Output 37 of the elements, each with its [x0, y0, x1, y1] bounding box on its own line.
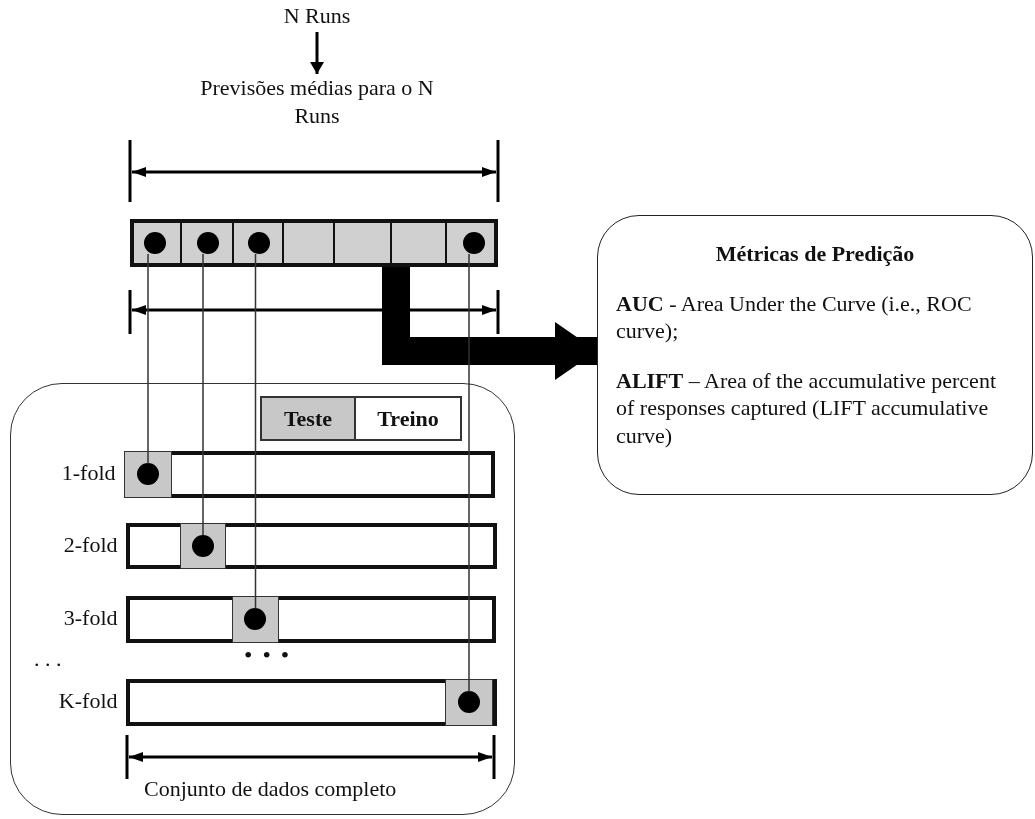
ellipsis-label: . . .: [34, 646, 62, 672]
connector-line: [468, 253, 470, 693]
fold-bar: [123, 450, 495, 498]
metrics-panel: [597, 215, 1033, 495]
fold-label: 2-fold: [63, 531, 118, 558]
text-label: Previsões médias para o N Runs: [199, 74, 435, 129]
fold-label: 3-fold: [63, 605, 118, 631]
fold-label: 1-fold: [61, 460, 116, 486]
panel-title: Métricas de Predição: [714, 240, 916, 268]
dataset-panel: [10, 383, 515, 815]
dot-marker: [248, 232, 270, 254]
test-block: [179, 522, 226, 569]
fold-bar: [125, 595, 496, 643]
connector-line: [254, 253, 257, 610]
dot-marker: [144, 232, 166, 254]
fold-bar: [125, 678, 497, 726]
dot-marker: [191, 534, 214, 557]
dot-marker: [457, 691, 480, 713]
dot-marker: [244, 608, 266, 630]
prediction-bar: [130, 219, 498, 267]
test-block: [444, 678, 493, 726]
test-block: [123, 450, 172, 498]
dimension-label: Conjunto de dados completo: [144, 776, 397, 802]
fold-label: K-fold: [58, 688, 118, 714]
dot-marker: [197, 232, 219, 254]
dot-marker: [462, 232, 485, 254]
arrow: [310, 32, 324, 74]
fold-bar: [125, 522, 497, 569]
legend-key: Teste: [262, 398, 356, 439]
dot-marker: [136, 463, 159, 485]
connector-line: [202, 253, 204, 536]
metric-description: AUC - Area Under the Curve (i.e., ROC curve);: [616, 289, 973, 345]
test-block: [231, 595, 279, 643]
metric-description: ALIFT – Area of the accumulative percent of responses captured (LIFT accumulative curve): [616, 366, 997, 449]
text-label: N Runs: [282, 2, 352, 30]
ellipsis-label: • • •: [244, 642, 292, 669]
connector-line: [147, 253, 149, 465]
